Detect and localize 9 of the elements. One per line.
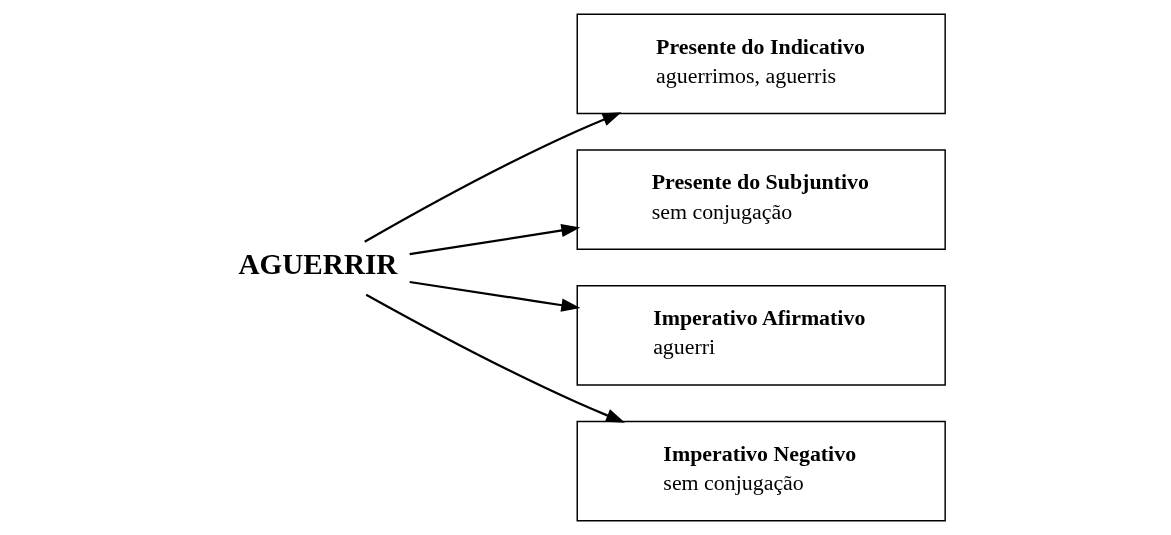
node-box: Imperativo Negativo sem conjugação	[576, 420, 946, 522]
node-box: Imperativo Afirmativo aguerri	[576, 285, 946, 386]
arrow	[363, 112, 622, 243]
node-box: Presente do Indicativo aguerrimos, aguerris	[576, 13, 946, 115]
node-text: AGUERRIR	[238, 248, 397, 281]
arrow	[409, 280, 580, 312]
arrow	[409, 223, 580, 256]
arrow	[365, 293, 625, 423]
node-box: Presente do Subjuntivo sem conjugação	[576, 149, 946, 250]
